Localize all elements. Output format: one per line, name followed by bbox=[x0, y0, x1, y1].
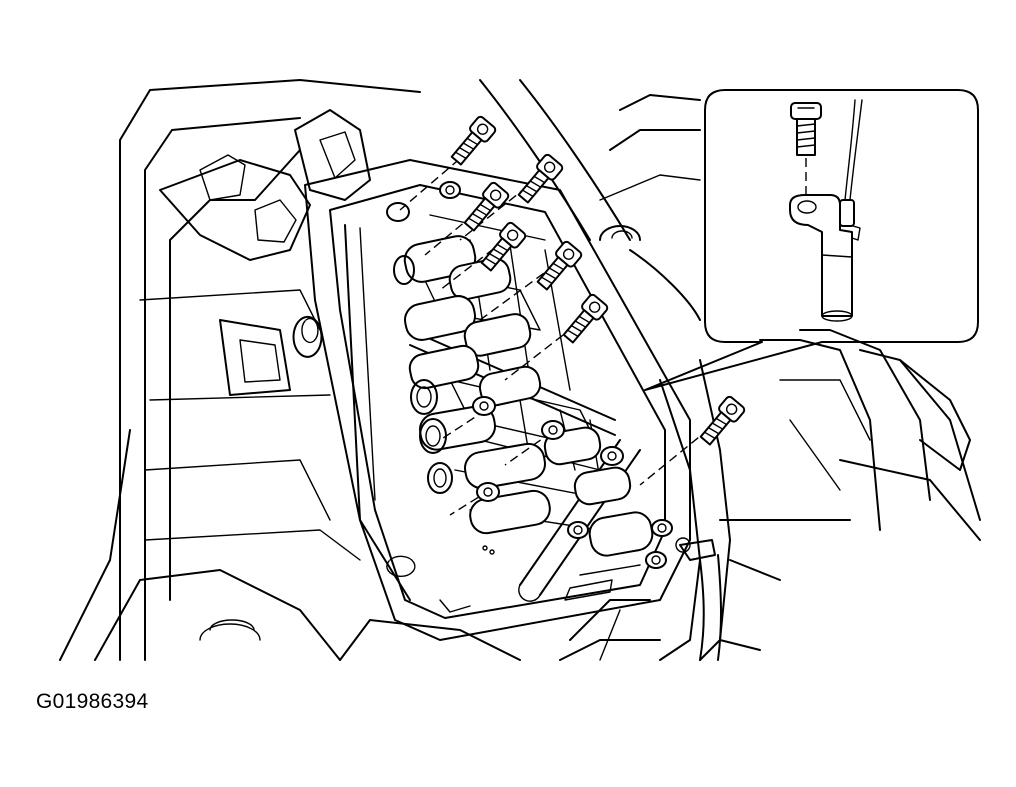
bolt-head-seated bbox=[567, 521, 589, 539]
bolt-head-seated bbox=[476, 482, 500, 502]
valve-body bbox=[304, 159, 691, 641]
bolt-head-seated bbox=[651, 519, 673, 537]
detail-inset bbox=[644, 89, 979, 391]
bolt-head-seated bbox=[600, 446, 624, 466]
bolt bbox=[699, 395, 746, 446]
figure-id-label: G01986394 bbox=[36, 690, 149, 713]
bolt-head-seated bbox=[541, 420, 565, 440]
bolt bbox=[562, 293, 609, 344]
bolt-head-seated bbox=[472, 396, 496, 416]
bolt-head-seated bbox=[439, 181, 461, 199]
inset-speed-sensor bbox=[789, 99, 863, 322]
bolt bbox=[536, 240, 583, 291]
bolt bbox=[463, 181, 510, 232]
solenoid-spools bbox=[403, 235, 654, 557]
inset-bolt bbox=[790, 102, 822, 156]
bolt-head-seated bbox=[645, 551, 667, 569]
bolt bbox=[480, 221, 527, 272]
bolt bbox=[517, 153, 564, 204]
bolt bbox=[450, 115, 497, 166]
transmission-case-outline bbox=[59, 79, 981, 661]
valve-body-bolts bbox=[439, 115, 746, 569]
sensor-wire bbox=[675, 537, 722, 661]
